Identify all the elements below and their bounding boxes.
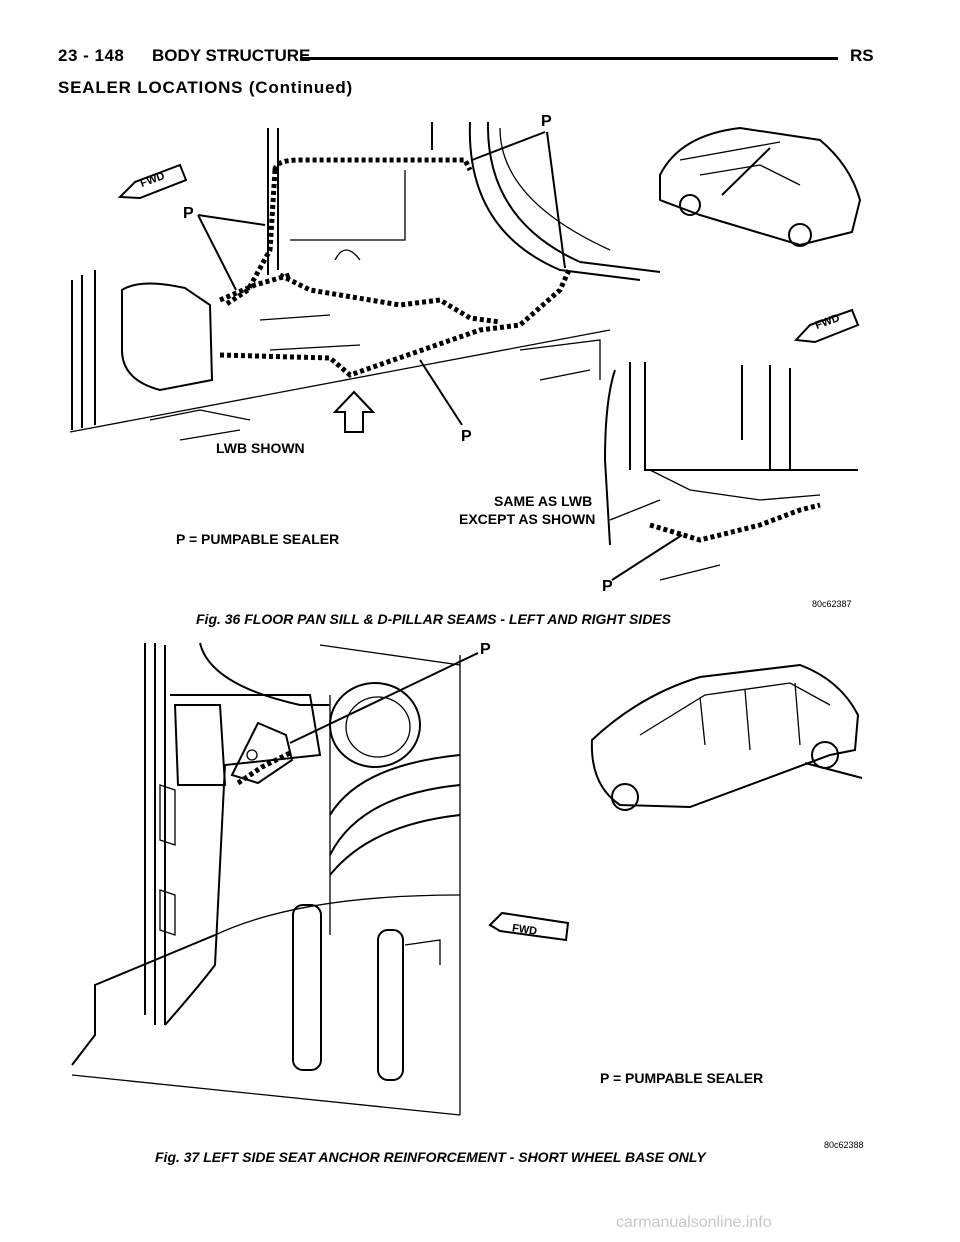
p-label-inset: P xyxy=(602,578,613,595)
van-sketch-top xyxy=(659,126,862,247)
seat-anchor-drawing xyxy=(71,642,461,1116)
figure-37-caption: Fig. 37 LEFT SIDE SEAT ANCHOR REINFORCEM… xyxy=(155,1149,706,1165)
except-as-shown-label: EXCEPT AS SHOWN xyxy=(459,511,596,527)
subsection-title: SEALER LOCATIONS (Continued) xyxy=(58,78,354,97)
figure-36-caption: Fig. 36 FLOOR PAN SILL & D-PILLAR SEAMS … xyxy=(196,611,671,627)
figure-36-code: 80c62387 xyxy=(812,599,852,609)
page-number: 23 - 148 xyxy=(58,46,125,65)
p-label-fig37: P xyxy=(480,641,491,658)
p-label-bottom: P xyxy=(461,428,472,445)
figure-36-illustration xyxy=(69,121,862,581)
up-arrow-icon xyxy=(332,390,376,433)
leader-lines xyxy=(197,131,683,581)
figure-37-code: 80c62388 xyxy=(824,1140,864,1150)
inset-drawing xyxy=(603,362,858,581)
header-rule xyxy=(300,57,838,60)
p-label-top: P xyxy=(541,113,552,130)
pumpable-sealer-legend-36: P = PUMPABLE SEALER xyxy=(176,531,340,547)
fwd-arrow-left-icon xyxy=(117,163,188,200)
same-as-lwb-label: SAME AS LWB xyxy=(494,493,593,509)
watermark: carmanualsonline.info xyxy=(616,1214,772,1231)
pumpable-sealer-legend-37: P = PUMPABLE SEALER xyxy=(600,1070,764,1086)
lwb-shown-label: LWB SHOWN xyxy=(216,440,305,456)
van-sketch-bottom xyxy=(590,663,863,811)
fwd-arrow-icon xyxy=(488,911,570,942)
manual-code: RS xyxy=(850,46,874,65)
floor-pan-drawing xyxy=(69,121,661,441)
section-title: BODY STRUCTURE xyxy=(152,46,311,65)
p-label-left: P xyxy=(183,205,194,222)
fwd-arrow-right-icon xyxy=(793,308,860,344)
figure-37-illustration xyxy=(71,642,863,1116)
